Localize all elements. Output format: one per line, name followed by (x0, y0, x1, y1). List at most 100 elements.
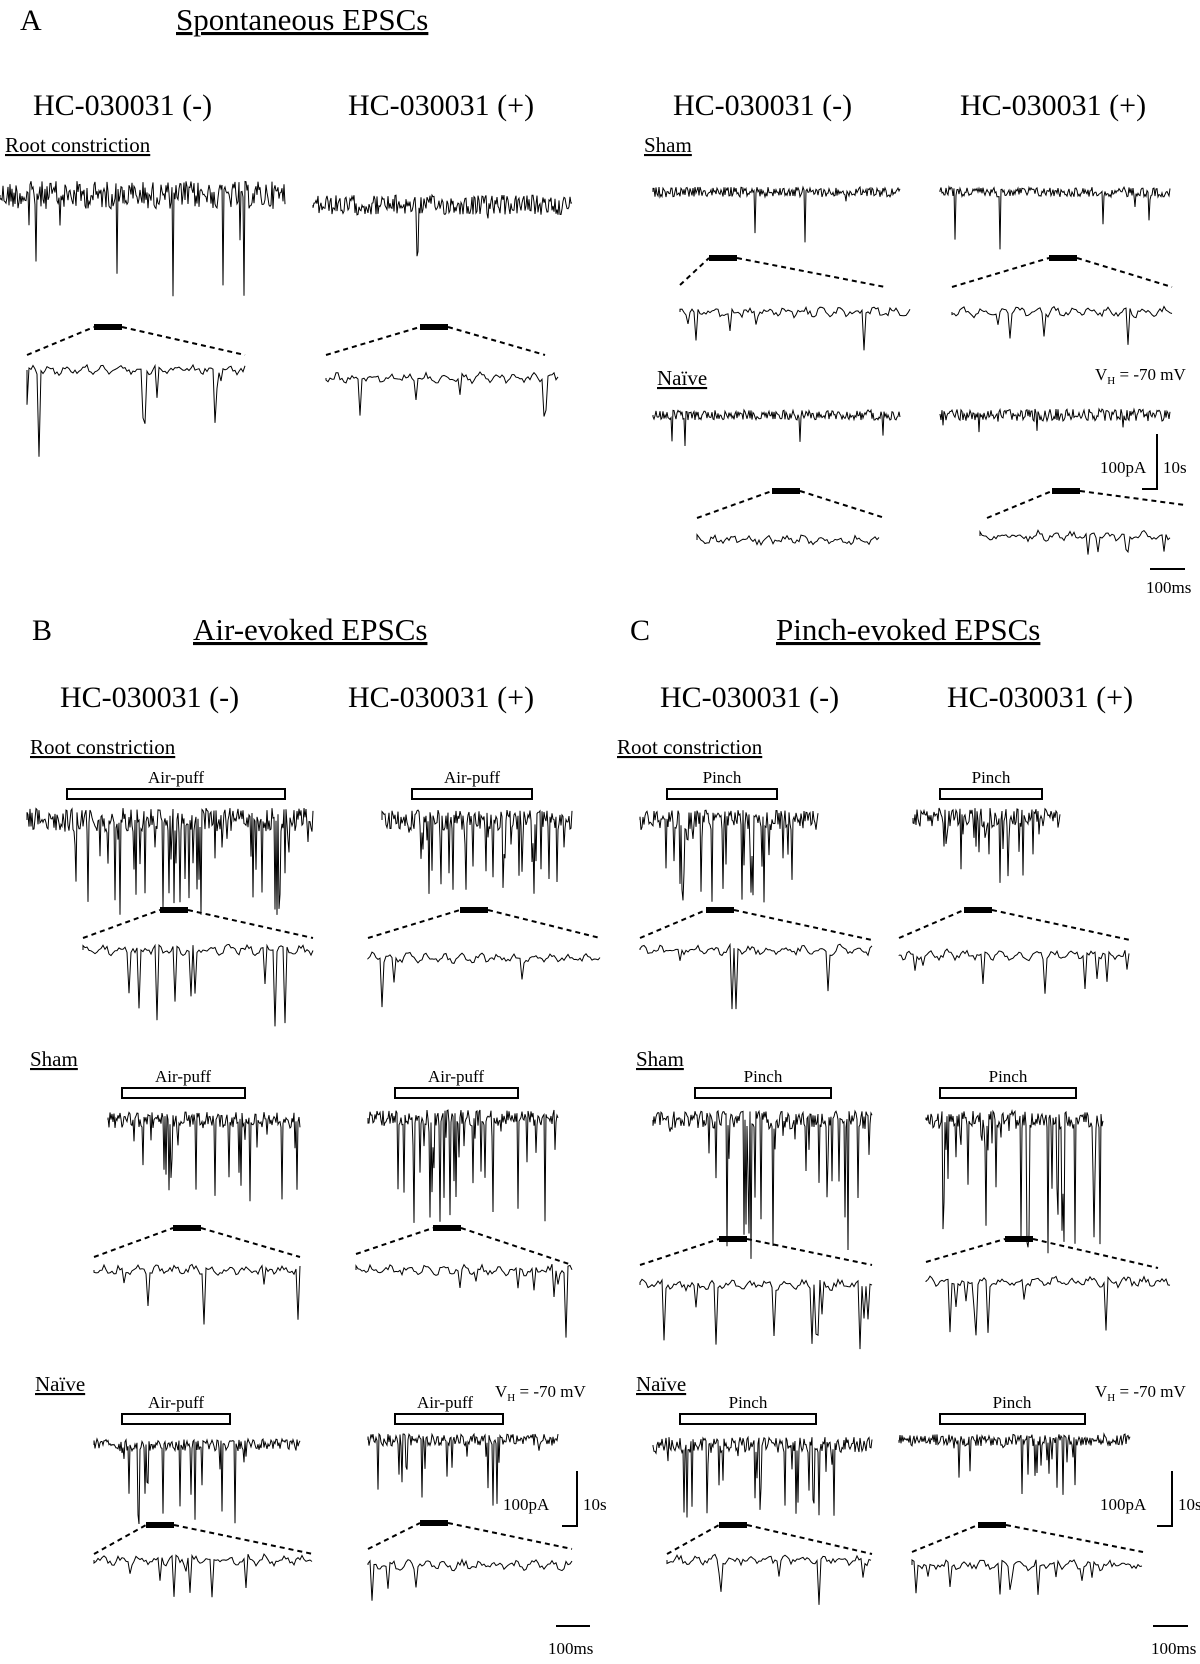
trace-a-naive-minus (652, 408, 901, 447)
zoom-trace-c-root-minus (639, 942, 873, 1010)
panel-b-title: Air-evoked EPSCs (193, 612, 427, 647)
group-label-c-naive: Naïve (636, 1372, 686, 1396)
stim-bar-c-naive-minus (679, 1413, 817, 1425)
zoom-a-sham-minus-right (736, 257, 886, 288)
holding-potential-b: VH = -70 mV (495, 1382, 586, 1404)
stim-bar-b-naive-minus (121, 1413, 231, 1425)
stim-label-c-root-plus: Pinch (972, 768, 1011, 787)
zoom-b-sham-minus-right (200, 1227, 301, 1258)
zoom-a-naive-minus-left (696, 490, 773, 519)
stim-bar-c-sham-plus (939, 1087, 1077, 1099)
stim-label-b-naive-minus: Air-puff (148, 1393, 204, 1412)
col-header-a3: HC-030031 (-) (673, 89, 852, 122)
zoom-b-naive-plus-right (447, 1522, 573, 1550)
trace-b-naive-minus (93, 1437, 301, 1525)
col-header-c2: HC-030031 (+) (947, 681, 1133, 714)
current-traces (0, 180, 1186, 1605)
zoom-a-naive-plus-left (986, 490, 1053, 519)
stim-bar-c-root-minus (666, 788, 778, 800)
zoom-trace-c-sham-plus (925, 1275, 1171, 1336)
zoom-b-root-plus-right (487, 909, 601, 939)
zoom-trace-a-naive-plus (979, 529, 1171, 555)
zoom-trace-b-sham-plus (355, 1263, 573, 1338)
zoom-trace-c-naive-minus (666, 1553, 872, 1605)
zoom-a-naive-minus-right (799, 490, 886, 519)
stim-bar-b-root-plus (411, 788, 533, 800)
group-label-b-naive: Naïve (35, 1372, 85, 1396)
stim-label-c-naive-plus: Pinch (993, 1393, 1032, 1412)
zoom-b-sham-plus-left (355, 1227, 434, 1255)
trace-a-sham-plus (939, 185, 1171, 250)
stim-bar-b-root-minus (66, 788, 286, 800)
trace-a-root-minus (0, 180, 286, 297)
zoom-c-sham-plus-right (1032, 1238, 1159, 1269)
scalebar-c-ms-label: 100ms (1151, 1639, 1196, 1658)
zoom-a-sham-plus-left (951, 257, 1050, 288)
group-label-a-root: Root constriction (5, 133, 151, 157)
col-header-a2: HC-030031 (+) (348, 89, 534, 122)
stim-label-c-naive-minus: Pinch (729, 1393, 768, 1412)
zoom-c-root-minus-left (639, 909, 707, 939)
zoom-c-naive-minus-left (666, 1524, 720, 1555)
trace-b-root-minus (26, 807, 314, 915)
zoom-trace-a-sham-minus (679, 306, 911, 351)
col-header-b2: HC-030031 (+) (348, 681, 534, 714)
zoom-c-root-plus-left (898, 909, 965, 939)
scalebar-a-ms-label: 100ms (1146, 578, 1191, 597)
zoom-b-root-plus-left (367, 909, 461, 939)
trace-a-naive-plus (939, 407, 1171, 433)
scalebar-a-current-time (1142, 434, 1158, 490)
zoom-trace-b-naive-plus (367, 1558, 573, 1601)
trace-b-root-plus (381, 809, 573, 894)
trace-b-sham-minus (107, 1111, 301, 1202)
scalebar-b-current-time (562, 1471, 578, 1527)
zoom-c-naive-plus-left (911, 1524, 979, 1553)
group-label-a-sham: Sham (644, 133, 692, 157)
trace-c-root-plus (912, 807, 1061, 883)
zoom-b-naive-minus-right (173, 1524, 314, 1555)
stim-bar-c-root-plus (939, 788, 1043, 800)
panel-c-letter: C (630, 614, 650, 647)
col-header-c1: HC-030031 (-) (660, 681, 839, 714)
stim-label-b-root-plus: Air-puff (444, 768, 500, 787)
zoom-c-naive-minus-right (746, 1524, 873, 1555)
zoom-c-root-minus-right (733, 909, 873, 941)
scale-bars (556, 434, 1188, 1627)
stim-label-b-naive-plus: Air-puff (417, 1393, 473, 1412)
zoom-trace-b-root-minus (82, 943, 314, 1027)
stim-bar-c-sham-minus (694, 1087, 832, 1099)
trace-c-root-minus (639, 809, 819, 903)
zoom-trace-c-sham-minus (639, 1278, 873, 1350)
zoom-trace-a-sham-plus (951, 305, 1173, 345)
trace-a-sham-minus (652, 185, 901, 243)
scalebar-a-s-label: 10s (1163, 458, 1187, 477)
panel-b-letter: B (32, 614, 52, 647)
scalebar-b-ms-label: 100ms (548, 1639, 593, 1658)
zoom-b-naive-plus-left (367, 1522, 421, 1550)
scalebar-a-pa-label: 100pA (1100, 458, 1147, 477)
panel-a-title: Spontaneous EPSCs (176, 2, 428, 37)
zoom-trace-c-naive-plus (911, 1558, 1143, 1595)
group-label-c-sham: Sham (636, 1047, 684, 1071)
stim-label-b-sham-minus: Air-puff (155, 1067, 211, 1086)
zoom-c-naive-plus-right (1005, 1524, 1144, 1553)
zoom-trace-a-root-plus (325, 371, 559, 417)
stim-bar-b-naive-plus (394, 1413, 504, 1425)
zoom-trace-b-naive-minus (93, 1553, 313, 1598)
stim-label-c-sham-minus: Pinch (744, 1067, 783, 1086)
zoom-trace-c-root-plus (898, 948, 1130, 994)
zoom-b-root-minus-right (187, 909, 314, 939)
zoom-c-root-plus-right (991, 909, 1131, 941)
stim-label-c-sham-plus: Pinch (989, 1067, 1028, 1086)
zoom-trace-a-root-minus (26, 363, 246, 457)
stim-label-c-root-minus: Pinch (703, 768, 742, 787)
scalebar-b-pa-label: 100pA (503, 1495, 550, 1514)
trace-b-naive-plus (367, 1432, 559, 1506)
holding-potential-c: VH = -70 mV (1095, 1382, 1186, 1404)
trace-c-naive-plus (898, 1432, 1131, 1495)
trace-a-root-plus (312, 193, 573, 257)
zoom-trace-b-root-plus (367, 951, 601, 1008)
stim-label-b-sham-plus: Air-puff (428, 1067, 484, 1086)
stim-bar-c-naive-plus (939, 1413, 1086, 1425)
